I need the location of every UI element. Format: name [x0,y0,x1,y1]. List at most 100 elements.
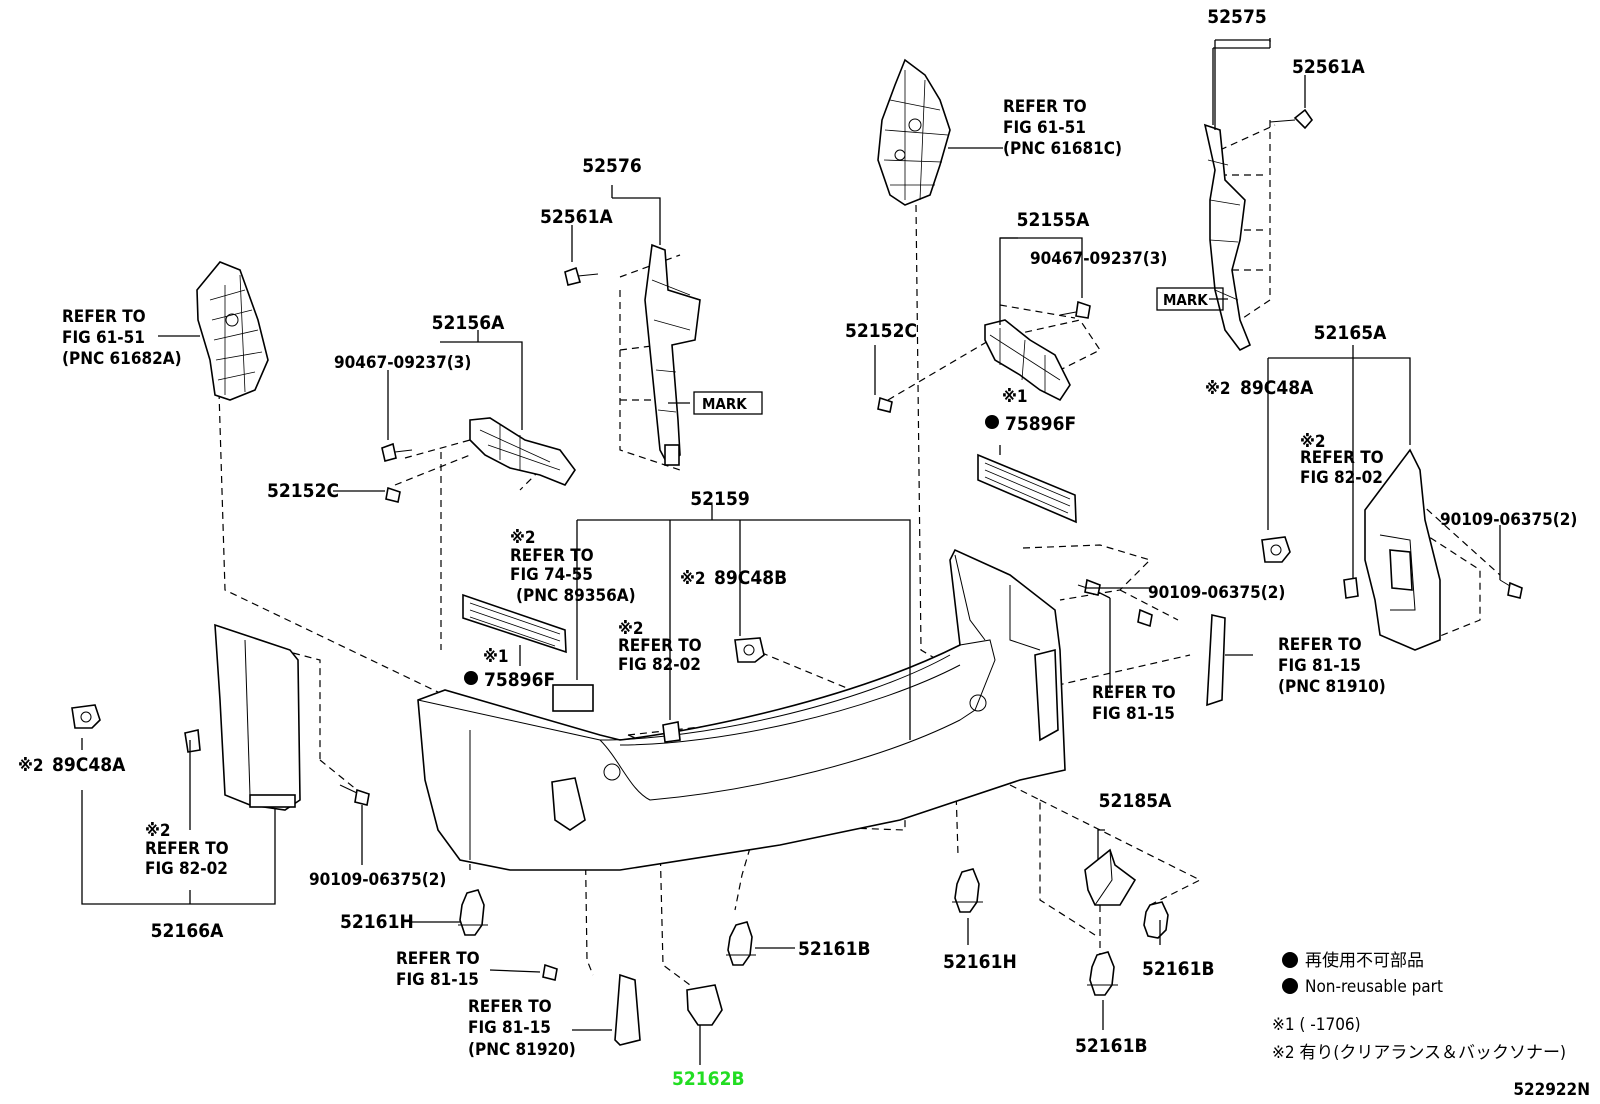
legend-non-reusable-en: Non-reusable part [1305,977,1443,997]
label-89C48A-right: 89C48A [1240,377,1314,399]
leader-lines [81,38,1501,1065]
label-75896F-left: 75896F [484,669,555,691]
label-89C48A-left: 89C48A [52,754,126,776]
label-52185A: 52185A [1099,790,1172,812]
note-fig-82-02-right: FIG 82-02 [1300,468,1383,488]
label-52161H-right: 52161H [943,951,1017,973]
part-labels: 52575 52561A 52576 52561A 52156A 90467-0… [18,6,1577,1090]
label-52561A-right: 52561A [1292,56,1365,78]
label-52159: 52159 [690,488,749,510]
left-rear-reflector [614,973,641,1046]
clip-right [1343,577,1359,599]
note-refer-to-81-mid: REFER TO [1092,683,1176,703]
label-52161B-center: 52161B [798,938,871,960]
left-side-retainer-52576 [644,243,701,467]
assembly-guide-lines [218,120,1501,986]
mark-tag-left: MARK [702,395,747,413]
note-fig-82-02-center: FIG 82-02 [618,655,701,675]
note-refer-to-82-center: REFER TO [618,636,702,656]
note-fig-61-51-left: FIG 61-51 [62,328,145,348]
note-fig-81-15-bottom: FIG 81-15 [468,1018,551,1038]
mark-tags: MARK MARK [693,287,1224,415]
label-52161B-right-lower: 52161B [1075,1035,1148,1057]
note-pnc-89356A: (PNC 89356A) [516,586,636,606]
note-sym2-74: ※2 [510,528,536,548]
note-sym1-75896F-left: ※1 [483,647,509,667]
label-52575: 52575 [1207,6,1266,28]
parts-drawings [71,58,1523,1046]
grommet-89C48A-right [1261,536,1291,563]
label-52155A: 52155A [1017,209,1090,231]
right-rear-reflector [1206,614,1226,707]
bracket-52185A [1084,848,1137,906]
note-pnc-61682A: (PNC 61682A) [62,349,182,369]
right-bumper-bracket-52155A [984,319,1071,402]
note-fig-81-15-lower: FIG 81-15 [396,970,479,990]
label-90109-right-upper: 90109-06375(2) [1440,510,1577,530]
legend-dot-jp [1282,952,1298,968]
note-refer-to-81-lower: REFER TO [396,949,480,969]
label-52561A-left: 52561A [540,206,613,228]
right-side-piece-52165A [1364,448,1441,651]
note-fig-81-15-mid: FIG 81-15 [1092,704,1175,724]
label-90109-right-lower: 90109-06375(2) [1148,583,1285,603]
right-reflective-strip-75896F [977,453,1077,524]
legend-note-2: ※2 有り(クリアランス＆バックソナー) [1272,1043,1566,1063]
non-reusable-dot-left [464,671,478,685]
note-sym2-right-refer: ※2 [1300,432,1326,452]
note-sym2-82-center: ※2 [618,619,644,639]
note-sym2-89C48B: ※2 [680,569,706,589]
label-90467-right: 90467-09237(3) [1030,249,1167,269]
legend: 再使用不可部品 Non-reusable part ※1 ( -1706) ※2… [1272,950,1566,1063]
left-side-piece-52166A [214,623,301,811]
note-pnc-81920: (PNC 81920) [468,1040,576,1060]
non-reusable-dot-right [985,415,999,429]
reference-notes: REFER TO FIG 61-51 (PNC 61682A) REFER TO… [62,97,1386,1060]
grommet-89C48A-left [71,704,101,729]
note-fig-61-51-right: FIG 61-51 [1003,118,1086,138]
note-sym1-75896F-right: ※1 [1002,387,1028,407]
label-plate [552,684,594,712]
legend-non-reusable-jp: 再使用不可部品 [1305,950,1424,971]
label-90467-left: 90467-09237(3) [334,353,471,373]
right-reinforcement-bracket [877,58,951,206]
diagram-id: 522922N [1513,1080,1590,1100]
note-refer-to-61-left: REFER TO [62,307,146,327]
label-52162B-highlighted: 52162B [672,1068,745,1090]
label-52152C-right: 52152C [845,320,917,342]
clip-left [184,729,201,753]
note-fig-82-02-left: FIG 82-02 [145,859,228,879]
note-sym2-89C48A-right: ※2 [1205,379,1231,399]
label-75896F-right: 75896F [1005,413,1076,435]
note-refer-to-61-right: REFER TO [1003,97,1087,117]
label-52152C-left: 52152C [267,480,339,502]
label-52156A: 52156A [432,312,505,334]
screws [339,108,1523,981]
note-refer-to-right-82: REFER TO [1300,448,1384,468]
left-bumper-bracket-52156A [469,417,576,486]
push-clips [458,868,1169,996]
note-sym2-89C48A-left: ※2 [18,756,44,776]
label-90109-left: 90109-06375(2) [309,870,446,890]
mark-tag-right: MARK [1163,291,1208,309]
right-side-retainer-52575 [1203,123,1252,352]
label-89C48B: 89C48B [714,567,787,589]
label-52161B-right-upper: 52161B [1142,958,1215,980]
legend-dot-en [1282,978,1298,994]
note-refer-to-82-left: REFER TO [145,839,229,859]
note-refer-to-81-bottom: REFER TO [468,997,552,1017]
note-fig-74-55: FIG 74-55 [510,565,593,585]
label-52166A: 52166A [151,920,224,942]
note-fig-81-15-right: FIG 81-15 [1278,656,1361,676]
label-52165A: 52165A [1314,322,1387,344]
note-pnc-61681C: (PNC 61681C) [1003,139,1122,159]
left-reinforcement-bracket [196,261,269,401]
note-refer-to-74: REFER TO [510,546,594,566]
note-pnc-81910: (PNC 81910) [1278,677,1386,697]
tow-hook-cover-52162B [686,984,723,1026]
label-52161H-left: 52161H [340,911,414,933]
rear-bumper-cover-52159 [417,548,1066,871]
note-sym2-82-left: ※2 [145,821,171,841]
left-reflective-strip-75896F [462,593,567,654]
